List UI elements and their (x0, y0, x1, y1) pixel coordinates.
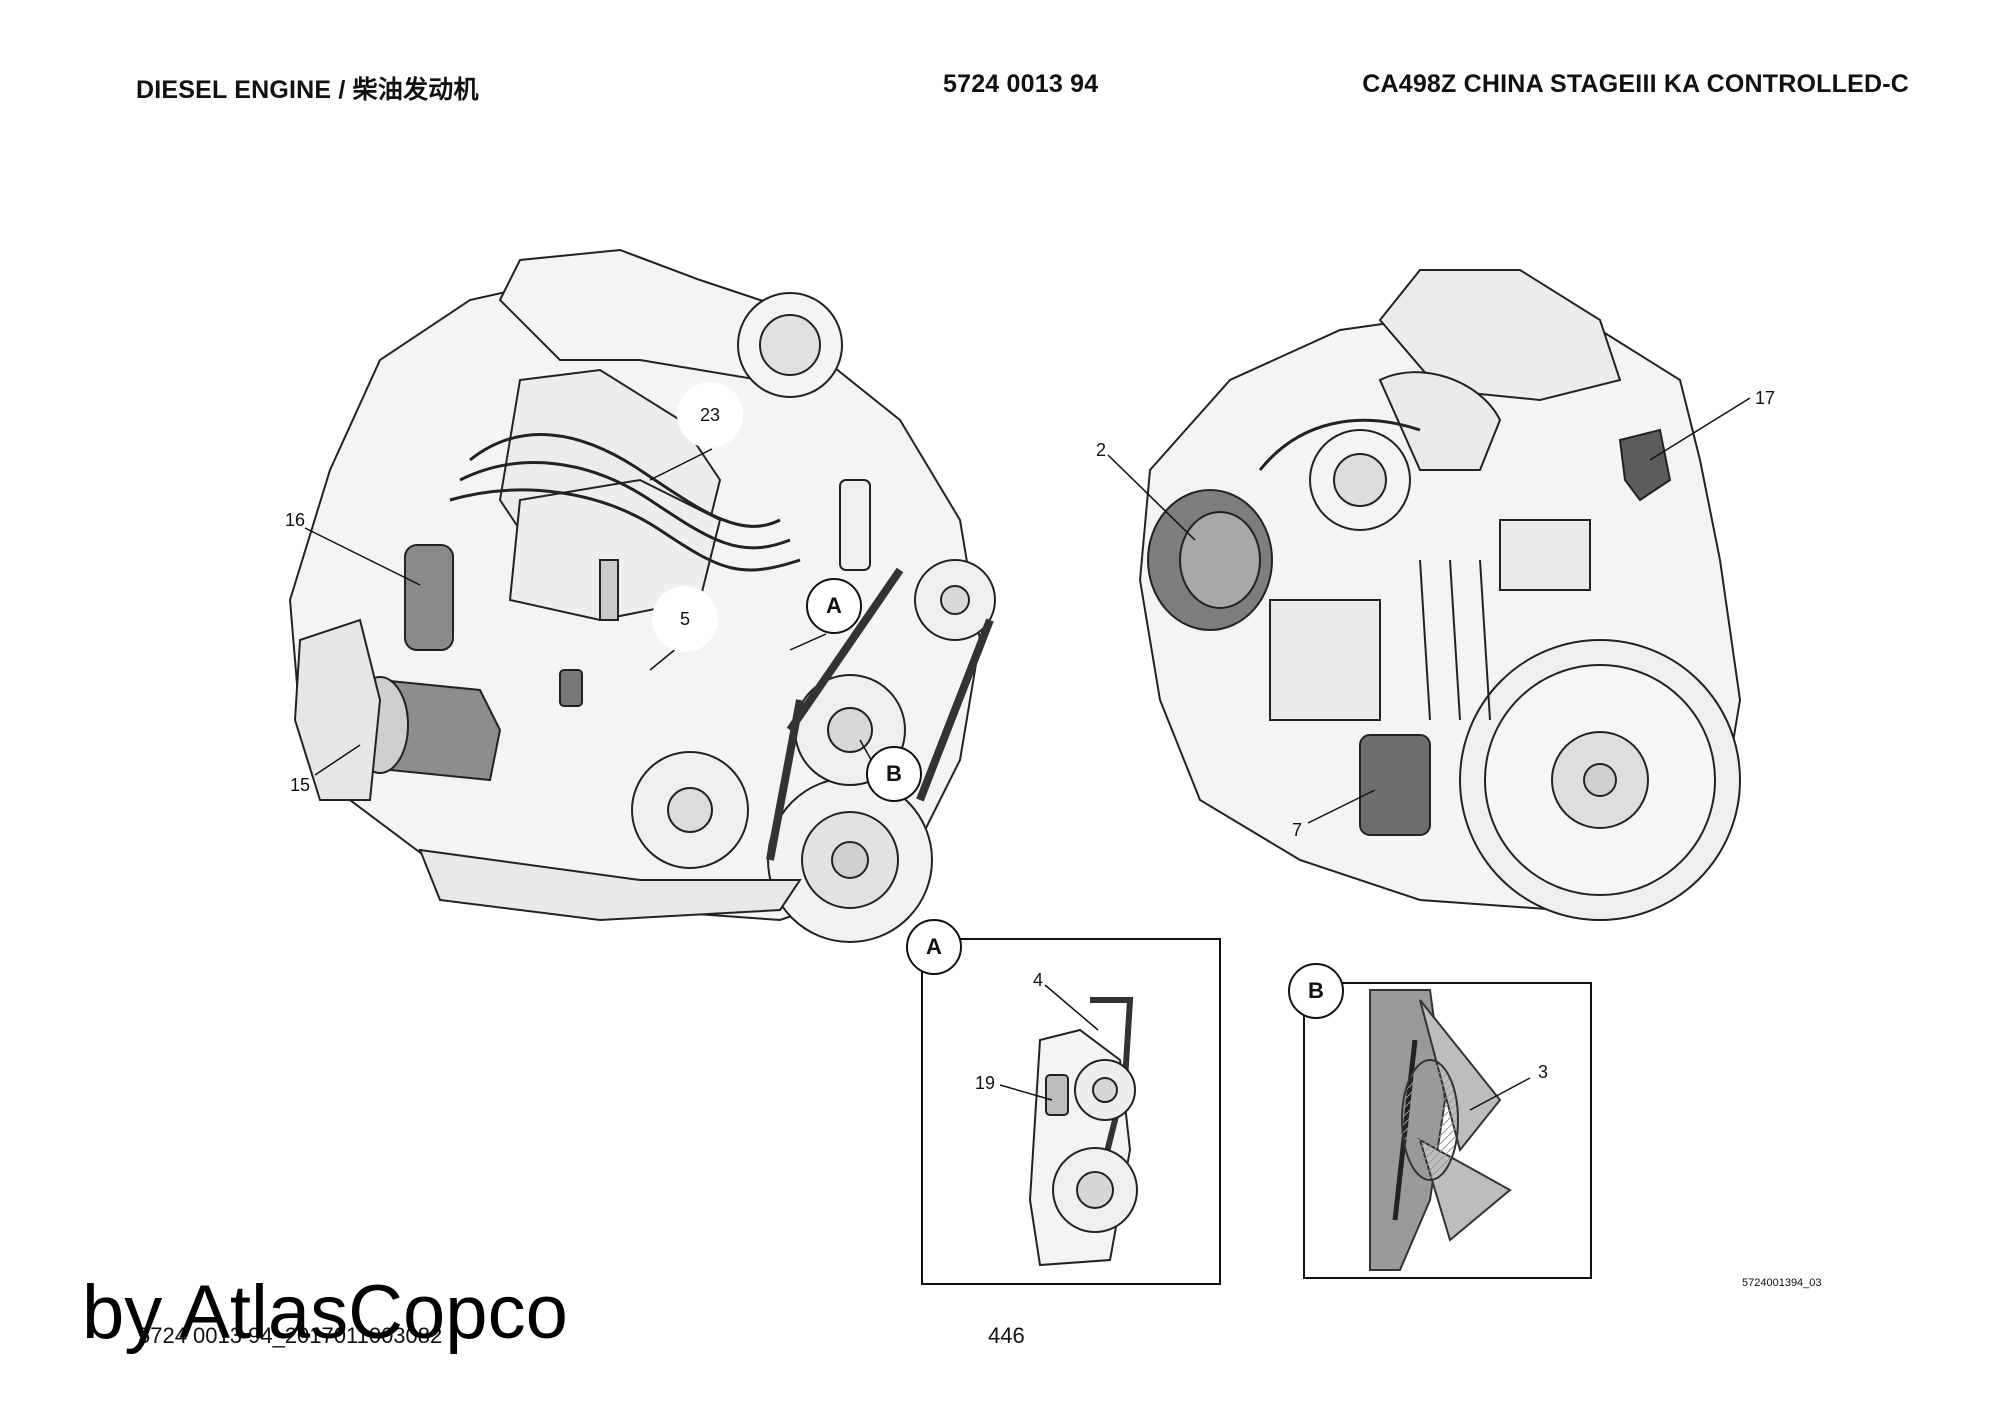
detail-a-drawing (1028, 997, 1138, 1267)
callout-3: 3 (1538, 1062, 1549, 1082)
callout-15: 15 (290, 775, 311, 795)
detail-a-box-label: A (906, 919, 962, 975)
detail-a-marker: A (806, 578, 862, 634)
header-model: CA498Z CHINA STAGEIII KA CONTROLLED-C (1362, 70, 1909, 98)
header-section-title: DIESEL ENGINE / 柴油发动机 (136, 76, 479, 104)
page-number: 446 (988, 1323, 1025, 1348)
right-engine-view (1138, 269, 1742, 921)
callout-7: 7 (1292, 820, 1303, 840)
footer-document-id: 5724 0013 94_2017011003082 (138, 1323, 443, 1348)
left-engine-view (288, 248, 996, 943)
detail-b-marker: B (866, 746, 922, 802)
callout-5: 5 (652, 586, 718, 652)
watermark-text: by AtlasCopco (82, 1270, 568, 1355)
leader-lines (304, 397, 1751, 1111)
callout-23: 23 (677, 382, 743, 448)
callout-16: 16 (285, 510, 306, 530)
callout-17: 17 (1755, 388, 1776, 408)
callout-4: 4 (1033, 970, 1044, 990)
callout-2: 2 (1096, 440, 1107, 460)
header-part-number: 5724 0013 94 (943, 70, 1099, 98)
callout-19: 19 (975, 1073, 996, 1093)
drawing-code: 5724001394_03 (1742, 1277, 1822, 1289)
detail-b-box-label: B (1288, 963, 1344, 1019)
detail-b-drawing (1369, 989, 1512, 1271)
